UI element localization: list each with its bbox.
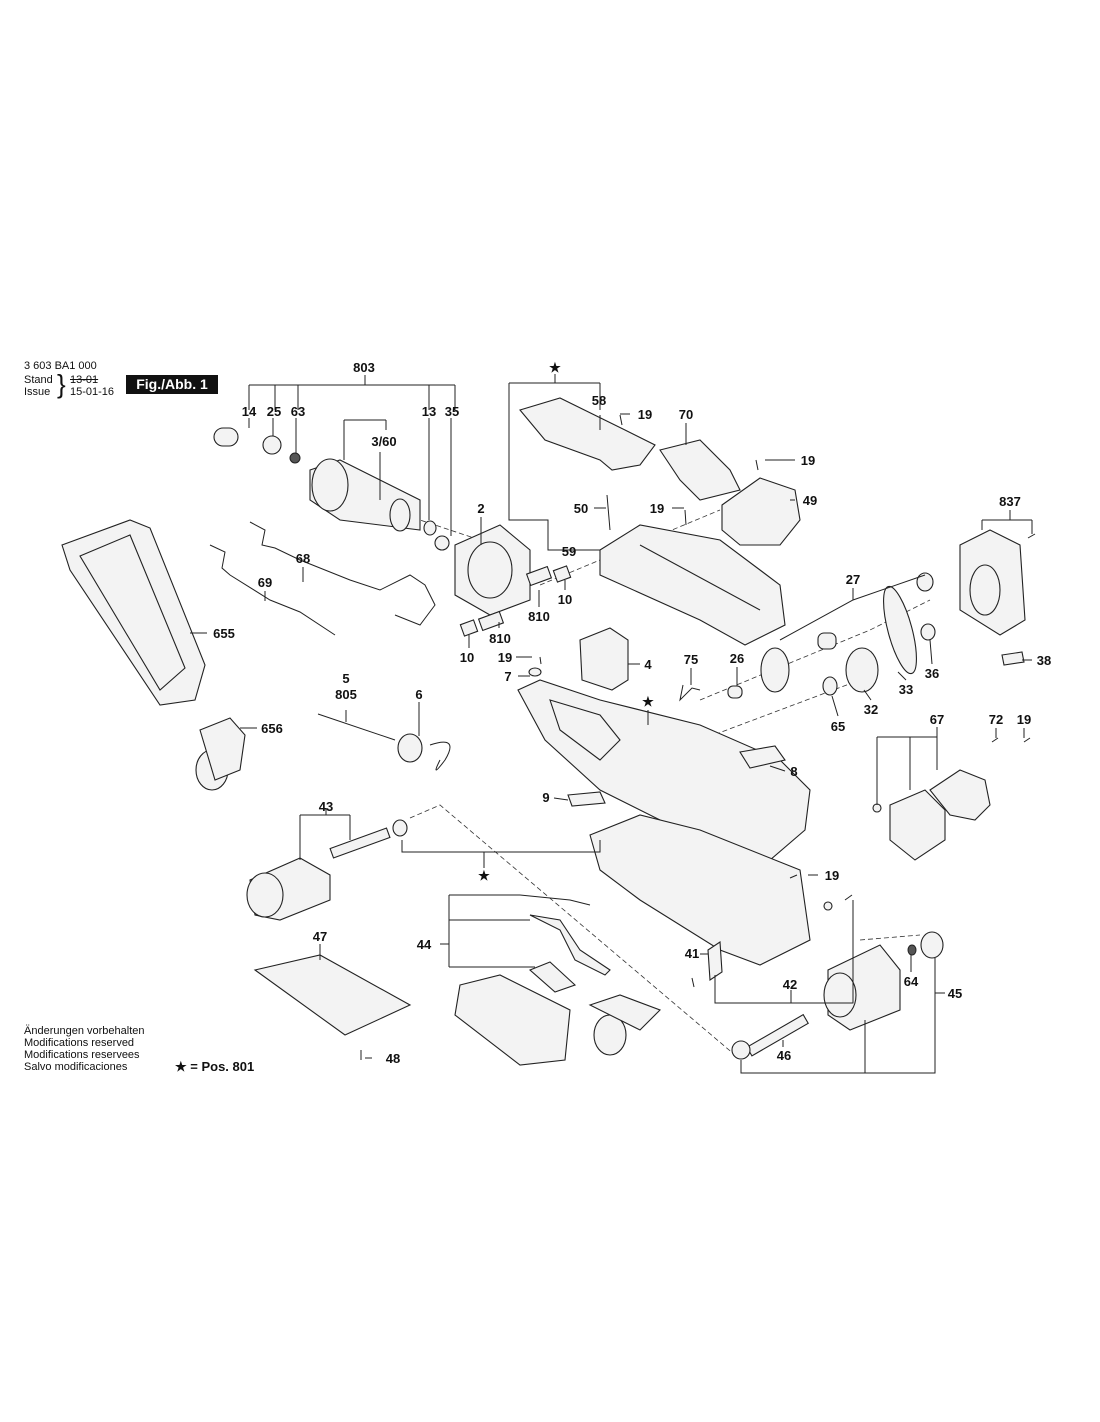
callout-35: 35 [445, 404, 459, 419]
footer-line-fr: Modifications reservees [24, 1049, 140, 1061]
callout-5: 5 [342, 671, 349, 686]
stand-label: Stand [24, 374, 53, 386]
callout-25: 25 [267, 404, 281, 419]
main-housing-part [517, 679, 811, 861]
footer-line-es: Salvo modificaciones [24, 1061, 128, 1073]
callout-32: 32 [864, 702, 878, 717]
front-roller-part [246, 819, 408, 921]
callout-9: 9 [542, 790, 549, 805]
callout-8: 8 [790, 764, 797, 779]
callout-69: 69 [258, 575, 272, 590]
callout-2: 2 [477, 501, 484, 516]
callout-36: 36 [925, 666, 939, 681]
callout-star-mid: ★ [642, 694, 654, 709]
callout-58: 58 [592, 393, 606, 408]
callout-63: 63 [291, 404, 305, 419]
callout-44: 44 [417, 937, 432, 952]
callout-14: 14 [242, 404, 257, 419]
callout-19-e: 19 [1017, 712, 1031, 727]
issue-label: Issue [24, 386, 51, 398]
drive-belt-part [727, 572, 936, 699]
callout-65: 65 [831, 719, 845, 734]
callout-45: 45 [948, 986, 962, 1001]
dust-chute-part [454, 974, 661, 1066]
callout-75: 75 [684, 652, 698, 667]
callout-star-top: ★ [549, 360, 561, 375]
tension-lever-part [519, 894, 611, 993]
armature-part [213, 427, 450, 551]
callout-43: 43 [319, 799, 333, 814]
switch-cap-part [721, 477, 801, 546]
callout-68: 68 [296, 551, 310, 566]
stand-old-date: 13-01 [70, 374, 99, 386]
roller-bracket-part [707, 941, 723, 981]
callout-7: 7 [504, 669, 511, 684]
footer-line-de: Änderungen vorbehalten [24, 1025, 145, 1037]
footer-line-en: Modifications reserved [24, 1037, 135, 1049]
rear-roller-part [731, 931, 944, 1060]
callout-50: 50 [574, 501, 588, 516]
callout-70: 70 [679, 407, 693, 422]
plate-part [1001, 651, 1025, 666]
screws [360, 414, 1036, 1060]
callout-46: 46 [777, 1048, 791, 1063]
callout-656: 656 [261, 721, 283, 736]
callout-38: 38 [1037, 653, 1051, 668]
carbon-brushes [459, 565, 572, 637]
callout-837: 837 [999, 494, 1021, 509]
callout-19-c: 19 [650, 501, 664, 516]
callout-64: 64 [904, 974, 919, 989]
callout-6: 6 [415, 687, 422, 702]
callout-star-bottom: ★ [478, 868, 490, 883]
callout-59: 59 [562, 544, 576, 559]
rear-handle-part [519, 397, 656, 471]
callout-3-60: 3/60 [371, 434, 396, 449]
brace: } [57, 369, 66, 399]
callout-26: 26 [730, 651, 744, 666]
dust-box-part [61, 519, 206, 706]
callout-47: 47 [313, 929, 327, 944]
callout-33: 33 [899, 682, 913, 697]
callout-810-b: 810 [489, 631, 511, 646]
callout-42: 42 [783, 977, 797, 992]
platen-part [253, 954, 412, 1036]
callout-13: 13 [422, 404, 436, 419]
position-note: ★ = Pos. 801 [175, 1059, 255, 1074]
document-number: 3 603 BA1 000 [24, 360, 97, 372]
callout-48: 48 [386, 1051, 400, 1066]
callout-27: 27 [846, 572, 860, 587]
power-cable-part [317, 713, 451, 771]
callout-10-a: 10 [558, 592, 572, 607]
callout-803: 803 [353, 360, 375, 375]
dust-adapter-part [195, 717, 246, 791]
callout-67: 67 [930, 712, 944, 727]
base-frame-part [589, 814, 811, 966]
callout-19-a: 19 [638, 407, 652, 422]
callout-41: 41 [685, 946, 699, 961]
callout-19-b: 19 [801, 453, 815, 468]
field-coil-part [454, 524, 531, 616]
callout-19-d: 19 [498, 650, 512, 665]
callout-4: 4 [644, 657, 652, 672]
figure-label: Fig./Abb. 1 [126, 375, 218, 394]
warning-labels [567, 745, 786, 807]
part-callouts: 803 14 25 63 13 35 3/60 ★ 58 19 70 19 49… [213, 360, 1051, 1066]
switch-part [579, 627, 629, 691]
callout-72: 72 [989, 712, 1003, 727]
gear-cover-part [959, 529, 1026, 636]
front-handle-part [872, 769, 991, 861]
callout-10-b: 10 [460, 650, 474, 665]
leader-lines [190, 374, 1033, 1074]
callout-810-a: 810 [528, 609, 550, 624]
callout-655: 655 [213, 626, 235, 641]
cover-plate-part [659, 439, 741, 501]
issue-date: 15-01-16 [70, 386, 115, 398]
callout-805: 805 [335, 687, 357, 702]
upper-housing-part [599, 524, 786, 646]
callout-19-f: 19 [825, 868, 839, 883]
wire-springs [209, 521, 436, 636]
callout-49: 49 [803, 493, 817, 508]
